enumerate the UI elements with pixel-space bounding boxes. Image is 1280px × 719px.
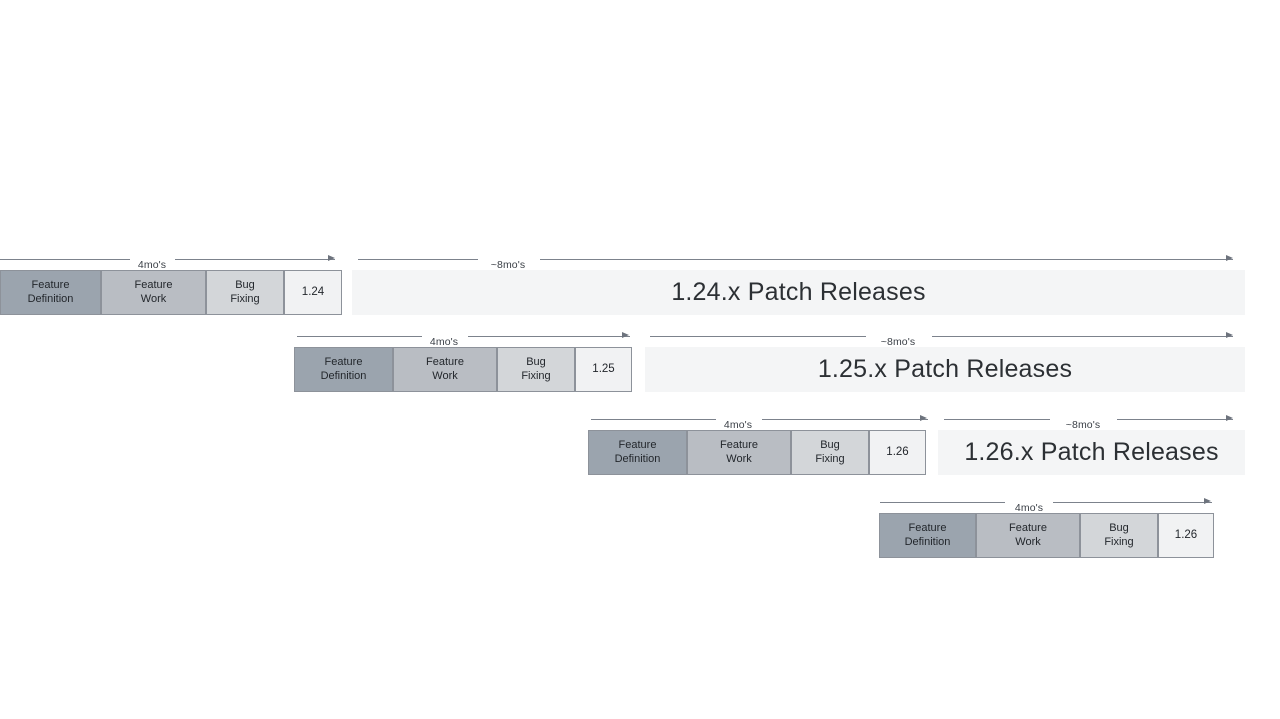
patch-arrowhead-icon <box>1226 255 1233 262</box>
phase-feature-work-line-1: Feature <box>1009 522 1047 534</box>
dev-duration-label: 4mo's <box>137 259 167 271</box>
phase-feature-definition-line-2: Definition <box>27 292 74 305</box>
phase-feature-work-line-1: Feature <box>720 439 758 451</box>
phase-feature-work-line-2: Work <box>140 292 167 305</box>
patch-duration-label: ~8mo's <box>490 259 526 271</box>
dimension-strip-release-1-26-next: 4mo's <box>0 491 1280 515</box>
phase-feature-work-line-1: Feature <box>426 356 464 368</box>
patch-release-label: 1.25.x Patch Releases <box>817 355 1073 383</box>
version-number: 1.26 <box>1174 528 1198 541</box>
version-number: 1.26 <box>886 445 909 458</box>
phase-bug-fixing-line-2: Fixing <box>815 452 845 465</box>
dimension-strip-release-1-24: 4mo's ~8mo's <box>0 248 1280 272</box>
dev-arrowhead-icon <box>622 332 629 339</box>
patch-dimension-line-left <box>650 336 866 337</box>
phase-feature-work-line-1: Feature <box>134 279 173 291</box>
patch-dimension-line-right <box>540 259 1233 260</box>
patch-dimension-line-right <box>1117 419 1233 420</box>
patch-dimension-line-left <box>944 419 1050 420</box>
version-number: 1.24 <box>301 285 325 298</box>
phase-bug-fixing-line-2: Fixing <box>521 369 551 382</box>
dev-dimension-line-right <box>762 419 928 420</box>
phase-bug-fixing-line-2: Fixing <box>230 292 260 305</box>
patch-dimension-line-left <box>358 259 478 260</box>
patch-release-band-1.24: 1.24.x Patch Releases <box>352 270 1245 315</box>
dev-arrowhead-icon <box>1204 498 1211 505</box>
patch-release-band-1.25: 1.25.x Patch Releases <box>645 347 1245 392</box>
patch-release-label: 1.26.x Patch Releases <box>964 438 1219 466</box>
phase-version-marker[interactable]: 1.25 <box>575 347 632 392</box>
dev-arrowhead-icon <box>328 255 335 262</box>
patch-release-band-1.26: 1.26.x Patch Releases <box>938 430 1245 475</box>
dev-dimension-line-right <box>468 336 630 337</box>
dev-dimension-line-left <box>591 419 716 420</box>
phase-bug-fixing-line-1: Bug <box>235 279 255 291</box>
dev-dimension-line-right <box>1053 502 1212 503</box>
phase-bug-fixing-line-1: Bug <box>1109 522 1129 534</box>
phase-bug-fixing-line-2: Fixing <box>1104 535 1134 548</box>
phase-version-marker[interactable]: 1.26 <box>869 430 926 475</box>
patch-duration-label: ~8mo's <box>880 336 916 348</box>
dimension-strip-release-1-26: 4mo's ~8mo's <box>0 408 1280 432</box>
phase-version-marker[interactable]: 1.24 <box>284 270 342 315</box>
phase-bug-fixing-line-1: Bug <box>820 439 840 451</box>
dev-arrowhead-icon <box>920 415 927 422</box>
phase-feature-definition-line-2: Definition <box>614 452 661 465</box>
phase-version-marker[interactable]: 1.26 <box>1158 513 1214 558</box>
dimension-strip-release-1-25: 4mo's ~8mo's <box>0 325 1280 349</box>
dev-duration-label: 4mo's <box>723 419 753 431</box>
dev-duration-label: 4mo's <box>429 336 459 348</box>
phase-feature-definition-line-2: Definition <box>320 369 367 382</box>
phase-feature-definition-line-1: Feature <box>908 522 947 534</box>
dev-dimension-line-left <box>880 502 1005 503</box>
phase-feature-work-line-2: Work <box>1015 535 1041 548</box>
phase-bug-fixing-line-1: Bug <box>526 356 546 368</box>
version-number: 1.25 <box>592 362 615 375</box>
patch-arrowhead-icon <box>1226 415 1233 422</box>
dev-dimension-line-left <box>0 259 130 260</box>
patch-release-label: 1.24.x Patch Releases <box>671 278 926 306</box>
dev-duration-label: 4mo's <box>1014 502 1044 514</box>
dev-dimension-line-right <box>175 259 335 260</box>
phase-feature-definition-line-1: Feature <box>618 439 657 451</box>
patch-duration-label: ~8mo's <box>1065 419 1101 431</box>
phase-feature-definition-line-2: Definition <box>904 535 951 548</box>
phase-feature-work-line-2: Work <box>432 369 458 382</box>
phase-feature-work-line-2: Work <box>726 452 752 465</box>
phase-feature-definition-line-1: Feature <box>31 279 70 291</box>
phase-feature-definition-line-1: Feature <box>324 356 363 368</box>
patch-arrowhead-icon <box>1226 332 1233 339</box>
dev-dimension-line-left <box>297 336 422 337</box>
patch-dimension-line-right <box>932 336 1233 337</box>
